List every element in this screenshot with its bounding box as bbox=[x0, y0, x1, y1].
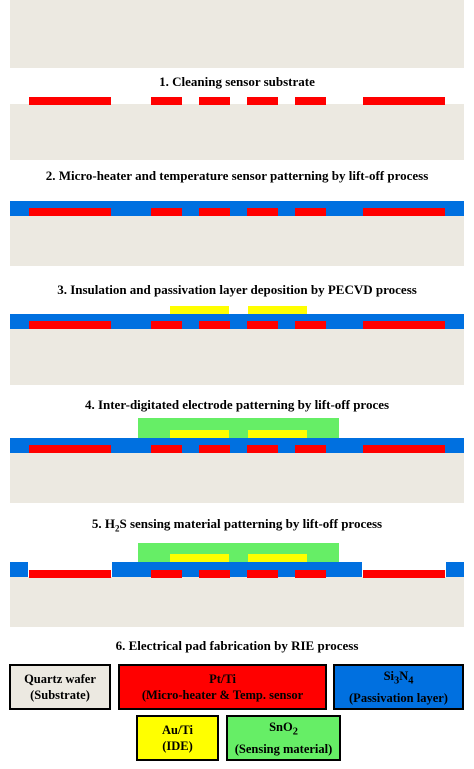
heater-segment-5 bbox=[295, 570, 326, 578]
heater-segment-4 bbox=[247, 445, 278, 453]
step-6-caption: 6. Electrical pad fabrication by RIE pro… bbox=[115, 638, 359, 653]
step-5-cross-section bbox=[10, 418, 464, 503]
legend-quartz-wafer: Quartz wafer (Substrate) bbox=[9, 664, 111, 710]
heater-segment-3 bbox=[199, 97, 230, 105]
substrate-layer bbox=[10, 0, 464, 68]
heater-segment-5 bbox=[295, 97, 326, 105]
heater-segment-2 bbox=[151, 97, 182, 105]
heater-segment-3 bbox=[199, 570, 230, 578]
heater-segment-3 bbox=[199, 208, 230, 216]
passivation-layer bbox=[10, 438, 464, 453]
heater-segment-3 bbox=[199, 445, 230, 453]
legend-si3n4: Si3N4 (Passivation layer) bbox=[333, 664, 464, 710]
micro-heater-pattern bbox=[29, 570, 445, 578]
step-6-cross-section bbox=[10, 543, 464, 627]
passivation-layer bbox=[10, 314, 464, 329]
heater-segment-5 bbox=[295, 321, 326, 329]
passivation-layer-right bbox=[446, 562, 464, 577]
sensing-material bbox=[138, 418, 339, 438]
step-5-caption: 5. H2S sensing material patterning by li… bbox=[91, 516, 383, 534]
heater-segment-1 bbox=[29, 321, 111, 329]
step-3-cross-section bbox=[10, 201, 464, 266]
micro-heater-pattern bbox=[29, 97, 445, 105]
legend-pt-ti: Pt/Ti (Micro-heater & Temp. sensor bbox=[118, 664, 327, 710]
step-4-cross-section bbox=[10, 306, 464, 385]
heater-segment-2 bbox=[151, 445, 182, 453]
heater-segment-6 bbox=[363, 208, 445, 216]
heater-segment-4 bbox=[247, 321, 278, 329]
heater-segment-3 bbox=[199, 321, 230, 329]
micro-heater-pattern bbox=[29, 445, 445, 453]
ide-electrode-right bbox=[248, 306, 307, 314]
substrate-layer bbox=[10, 104, 464, 160]
heater-segment-1 bbox=[29, 208, 111, 216]
substrate-layer bbox=[10, 453, 464, 503]
ide-electrode-left bbox=[170, 554, 229, 562]
step-4-caption: 4. Inter-digitated electrode patterning … bbox=[84, 397, 390, 412]
heater-segment-2 bbox=[151, 208, 182, 216]
sensing-material bbox=[138, 543, 339, 563]
heater-segment-2 bbox=[151, 321, 182, 329]
passivation-layer-left bbox=[10, 562, 28, 577]
micro-heater-pattern bbox=[29, 321, 445, 329]
step-2-cross-section bbox=[10, 97, 464, 160]
step-1-cross-section bbox=[10, 0, 464, 68]
heater-segment-6 bbox=[363, 97, 445, 105]
heater-segment-6 bbox=[363, 321, 445, 329]
ide-electrode-left bbox=[170, 430, 229, 438]
substrate-layer bbox=[10, 577, 464, 627]
heater-segment-2 bbox=[151, 570, 182, 578]
legend-sno2: SnO2 (Sensing material) bbox=[226, 715, 341, 761]
passivation-layer bbox=[10, 201, 464, 216]
heater-segment-4 bbox=[247, 570, 278, 578]
heater-segment-1 bbox=[29, 570, 111, 578]
step-2-caption: 2. Micro-heater and temperature sensor p… bbox=[45, 168, 429, 183]
step-3-caption: 3. Insulation and passivation layer depo… bbox=[57, 282, 417, 297]
heater-segment-6 bbox=[363, 445, 445, 453]
ide-electrode-left bbox=[170, 306, 229, 314]
heater-segment-5 bbox=[295, 445, 326, 453]
substrate-layer bbox=[10, 216, 464, 266]
ide-electrode-right bbox=[248, 430, 307, 438]
heater-segment-6 bbox=[363, 570, 445, 578]
ide-electrode-right bbox=[248, 554, 307, 562]
heater-segment-1 bbox=[29, 445, 111, 453]
substrate-layer bbox=[10, 329, 464, 385]
heater-segment-4 bbox=[247, 208, 278, 216]
heater-segment-1 bbox=[29, 97, 111, 105]
step-1-caption: 1. Cleaning sensor substrate bbox=[159, 74, 315, 89]
legend-au-ti: Au/Ti (IDE) bbox=[136, 715, 219, 761]
heater-segment-5 bbox=[295, 208, 326, 216]
heater-segment-4 bbox=[247, 97, 278, 105]
micro-heater-pattern bbox=[29, 208, 445, 216]
